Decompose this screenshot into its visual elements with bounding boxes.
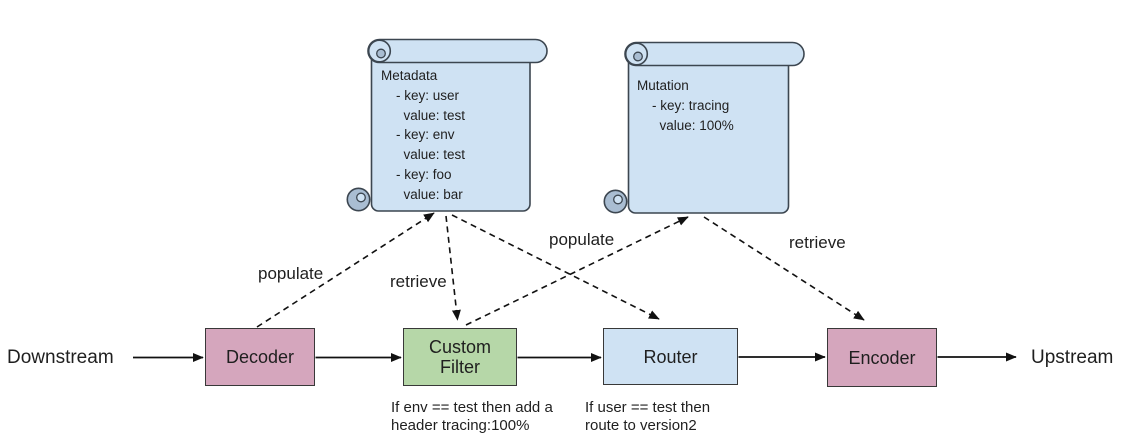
mutation-scroll-text: Mutation - key: tracing value: 100% xyxy=(637,78,734,133)
edge-decoder-populate-metadata xyxy=(256,212,435,328)
custom-filter-node: Custom Filter xyxy=(403,328,517,386)
downstream-label: Downstream xyxy=(7,347,114,368)
edge-metadata-retrieve-custom-filter xyxy=(445,215,461,321)
upstream-label: Upstream xyxy=(1031,347,1114,368)
edge-label-populate-right: populate xyxy=(549,230,615,249)
router-caption: If user == test then route to version2 xyxy=(585,399,711,434)
edge-label-retrieve-left: retrieve xyxy=(390,272,447,291)
mutation-scroll-shape xyxy=(603,41,805,214)
edge-label-populate-left: populate xyxy=(258,264,324,283)
edge-metadata-retrieve-router xyxy=(451,214,660,320)
metadata-scroll-shape xyxy=(346,38,548,212)
decoder-node: Decoder xyxy=(205,328,315,386)
encoder-node: Encoder xyxy=(827,328,937,387)
edge-label-retrieve-right: retrieve xyxy=(789,233,846,252)
metadata-scroll-text: Metadata - key: user value: test - key: … xyxy=(381,68,466,202)
edge-mutation-retrieve-encoder xyxy=(703,216,865,321)
custom-filter-caption: If env == test then add a header tracing… xyxy=(391,399,553,434)
router-node: Router xyxy=(603,328,738,385)
